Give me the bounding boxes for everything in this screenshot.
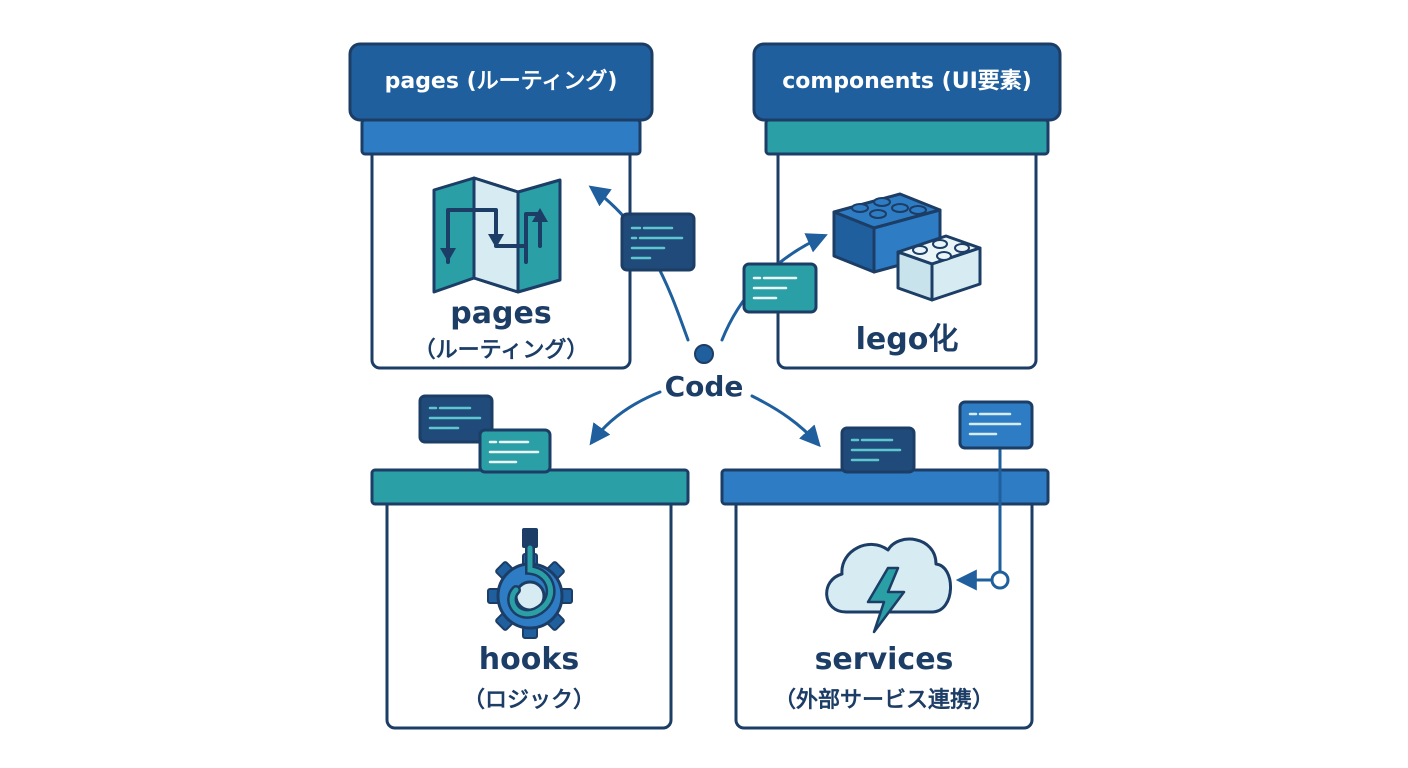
gear-hook-icon [487,528,573,639]
pages-subtitle: （ルーティング） [413,338,589,363]
code-snippet-card [840,426,916,474]
code-snippet-card [742,262,818,314]
hooks-title: hooks [478,642,580,677]
components-title: lego化 [855,322,959,357]
code-snippet-card [418,394,494,444]
center-code-label: Code [664,370,744,403]
services-subtitle: （外部サービス連携） [773,688,994,713]
center-node [694,344,714,364]
components-tab-label: components (UI要素) [782,69,1032,94]
cloud-lightning-icon [825,537,952,634]
pages-title: pages [450,296,552,331]
hooks-subtitle: （ロジック） [462,688,595,713]
lego-blocks-icon [832,192,982,302]
map-route-icon [432,176,562,294]
pages-tab-label: pages (ルーティング) [384,69,618,94]
code-snippet-card [620,212,696,272]
service-connector-node [990,570,1010,590]
services-title: services [814,642,954,677]
code-snippet-card [478,428,552,474]
code-snippet-card [958,400,1034,450]
